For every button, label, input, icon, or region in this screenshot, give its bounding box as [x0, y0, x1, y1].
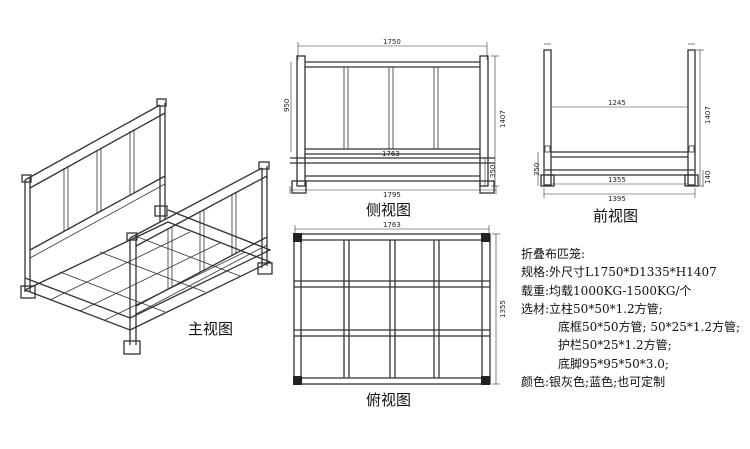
caption-front-view: 前视图 — [593, 207, 639, 225]
top-view — [293, 225, 500, 385]
spec-color-value: 银灰色;蓝色;也可定制 — [549, 375, 666, 390]
caption-top-view: 俯视图 — [366, 391, 412, 409]
spec-material-label: 选材: — [521, 301, 550, 316]
caption-main-view: 主视图 — [188, 320, 234, 338]
dim-side-inner-height: 950 — [283, 99, 291, 112]
dim-side-height: 1407 — [499, 110, 507, 128]
caption-side-view: 侧视图 — [366, 201, 412, 219]
spec-size-label: 规格: — [521, 265, 550, 280]
spec-color-label: 颜色: — [521, 375, 550, 390]
side-view — [289, 42, 499, 194]
spec-size-value: 外尺寸L1750*D1335*H1407 — [549, 265, 717, 280]
dim-front-foot: 350 — [533, 163, 541, 176]
dim-top-width: 1763 — [383, 221, 401, 229]
dim-front-mid: 1355 — [608, 176, 626, 184]
spec-load-value: 均载1000KG-1500KG/个 — [549, 283, 692, 298]
dim-side-width: 1750 — [383, 38, 401, 46]
isometric-view — [20, 98, 273, 355]
spec-load: 载重:均载1000KG-1500KG/个 — [521, 282, 749, 300]
spec-title: 折叠布匹笼: — [521, 247, 586, 261]
dim-front-total: 1395 — [608, 195, 626, 203]
dim-side-foot: 350 — [489, 165, 497, 178]
dim-front-inner: 1245 — [608, 99, 626, 107]
spec-color: 颜色:银灰色;蓝色;也可定制 — [521, 373, 749, 391]
dim-front-height: 1407 — [704, 106, 712, 124]
spec-size: 规格:外尺寸L1750*D1335*H1407 — [521, 263, 749, 281]
spec-material: 选材:立柱50*50*1.2方管; — [521, 300, 749, 318]
spec-material-2: 底框50*50方管; 50*25*1.2方管; — [558, 320, 741, 335]
spec-material-3: 护栏50*25*1.2方管; — [558, 338, 672, 353]
dim-front-small: 140 — [704, 171, 712, 184]
front-view — [537, 43, 704, 198]
spec-block: 折叠布匹笼: 规格:外尺寸L1750*D1335*H1407 载重:均载1000… — [521, 245, 749, 391]
spec-material-4: 底脚95*95*50*3.0; — [558, 356, 669, 371]
dim-top-depth: 1355 — [499, 300, 507, 318]
dim-side-inner: 1763 — [382, 150, 400, 158]
spec-material-1: 立柱50*50*1.2方管; — [549, 301, 663, 316]
spec-load-label: 载重: — [521, 283, 550, 298]
dim-side-base: 1795 — [383, 191, 401, 199]
